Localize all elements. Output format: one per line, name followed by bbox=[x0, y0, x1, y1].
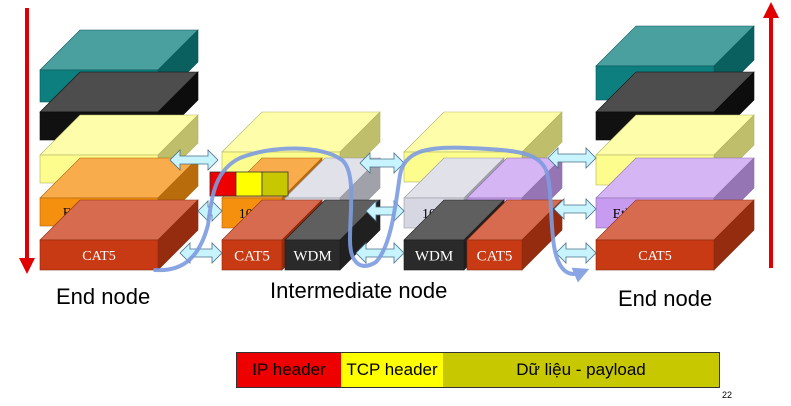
caption-right-end-node: End node bbox=[618, 286, 713, 311]
router2-phy-in-label: WDM bbox=[415, 248, 453, 264]
mini-payload bbox=[261, 171, 289, 197]
arrow-ip-left bbox=[169, 149, 219, 171]
left-phy-layer: CAT5 bbox=[39, 199, 199, 271]
arrow-link-right bbox=[553, 198, 597, 220]
packet-tcp-header: TCP header bbox=[341, 353, 443, 387]
packet-format: IP header TCP header Dữ liệu - payload bbox=[236, 352, 720, 388]
packet-payload: Dữ liệu - payload bbox=[443, 353, 719, 387]
right-phy-layer: CAT5 bbox=[595, 199, 755, 271]
router2-phy-out: CAT5 bbox=[466, 199, 563, 271]
router1-phy-in-label: CAT5 bbox=[234, 248, 270, 264]
arrow-ip-right bbox=[547, 147, 597, 169]
caption-intermediate-node: Intermediate node bbox=[270, 278, 448, 303]
layer-blocks: FTPTCPIPEthernet/10MCAT5FTPTCPIPEthernet… bbox=[39, 25, 755, 271]
packet-flow-path bbox=[153, 145, 590, 283]
router1-phy-in: CAT5 bbox=[221, 199, 323, 271]
packet-ip-header: IP header bbox=[237, 353, 341, 387]
left-phy-layer-label: CAT5 bbox=[82, 249, 115, 264]
mini-tcp-header bbox=[235, 171, 263, 197]
slide-number: 22 bbox=[722, 390, 733, 400]
right-phy-layer-label: CAT5 bbox=[638, 249, 671, 264]
arrow-ip-mid bbox=[359, 152, 405, 174]
router1-phy-out-label: WDM bbox=[293, 248, 331, 264]
flow-overlay bbox=[19, 2, 779, 283]
caption-left-end-node: End node bbox=[56, 284, 151, 309]
arrow-phy-right bbox=[555, 242, 597, 264]
router2-phy-out-label: CAT5 bbox=[477, 248, 513, 264]
